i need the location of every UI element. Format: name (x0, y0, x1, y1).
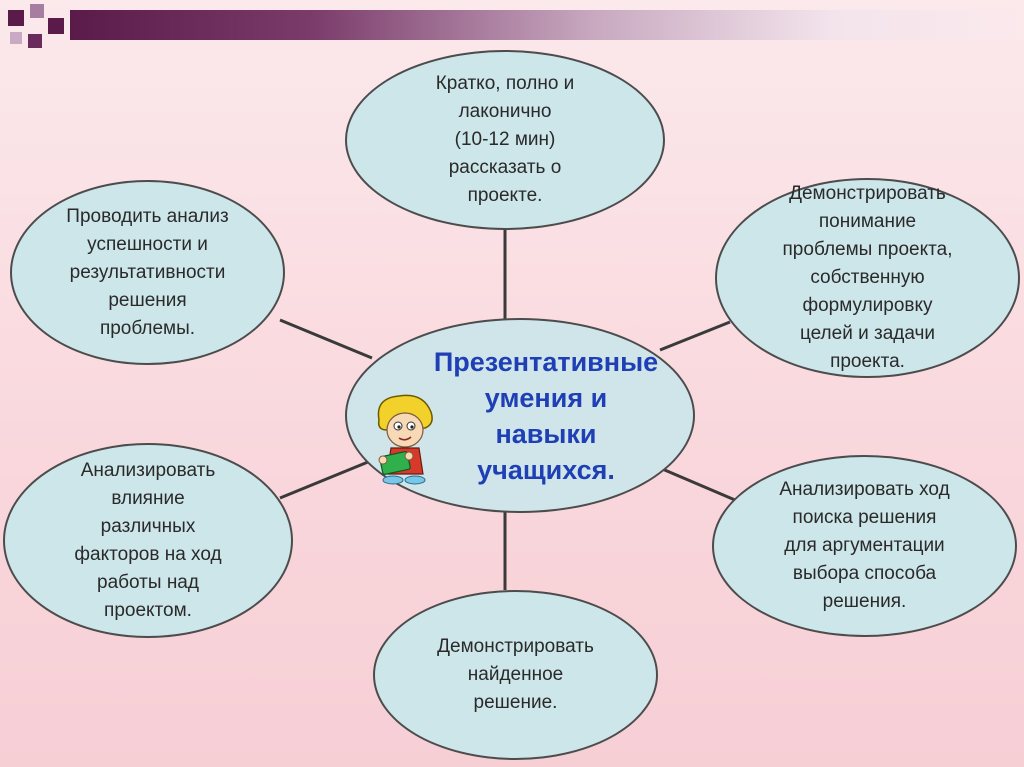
header-square (8, 10, 24, 26)
header-square (48, 18, 64, 34)
connector-top-left (279, 318, 373, 360)
slide-header-decoration (0, 0, 1024, 50)
cartoon-student-icon (377, 394, 433, 485)
header-gradient-band (70, 10, 1024, 40)
node-top-right: Демонстрировать понимание проблемы проек… (715, 178, 1020, 378)
connector-bottom-right (659, 466, 736, 502)
header-square (30, 4, 44, 18)
connector-bottom-left (279, 460, 369, 500)
node-bottom: Демонстрировать найденное решение. (373, 590, 658, 760)
connector-top-right (659, 320, 731, 352)
node-top: Кратко, полно и лаконично (10-12 мин) ра… (345, 50, 665, 230)
header-square (28, 34, 42, 48)
node-bottom-right: Анализировать ход поиска решения для арг… (712, 455, 1017, 637)
node-bottom-left: Анализировать влияние различных факторов… (3, 443, 293, 638)
node-top-left: Проводить анализ успешности и результати… (10, 180, 285, 365)
header-square (10, 32, 22, 44)
